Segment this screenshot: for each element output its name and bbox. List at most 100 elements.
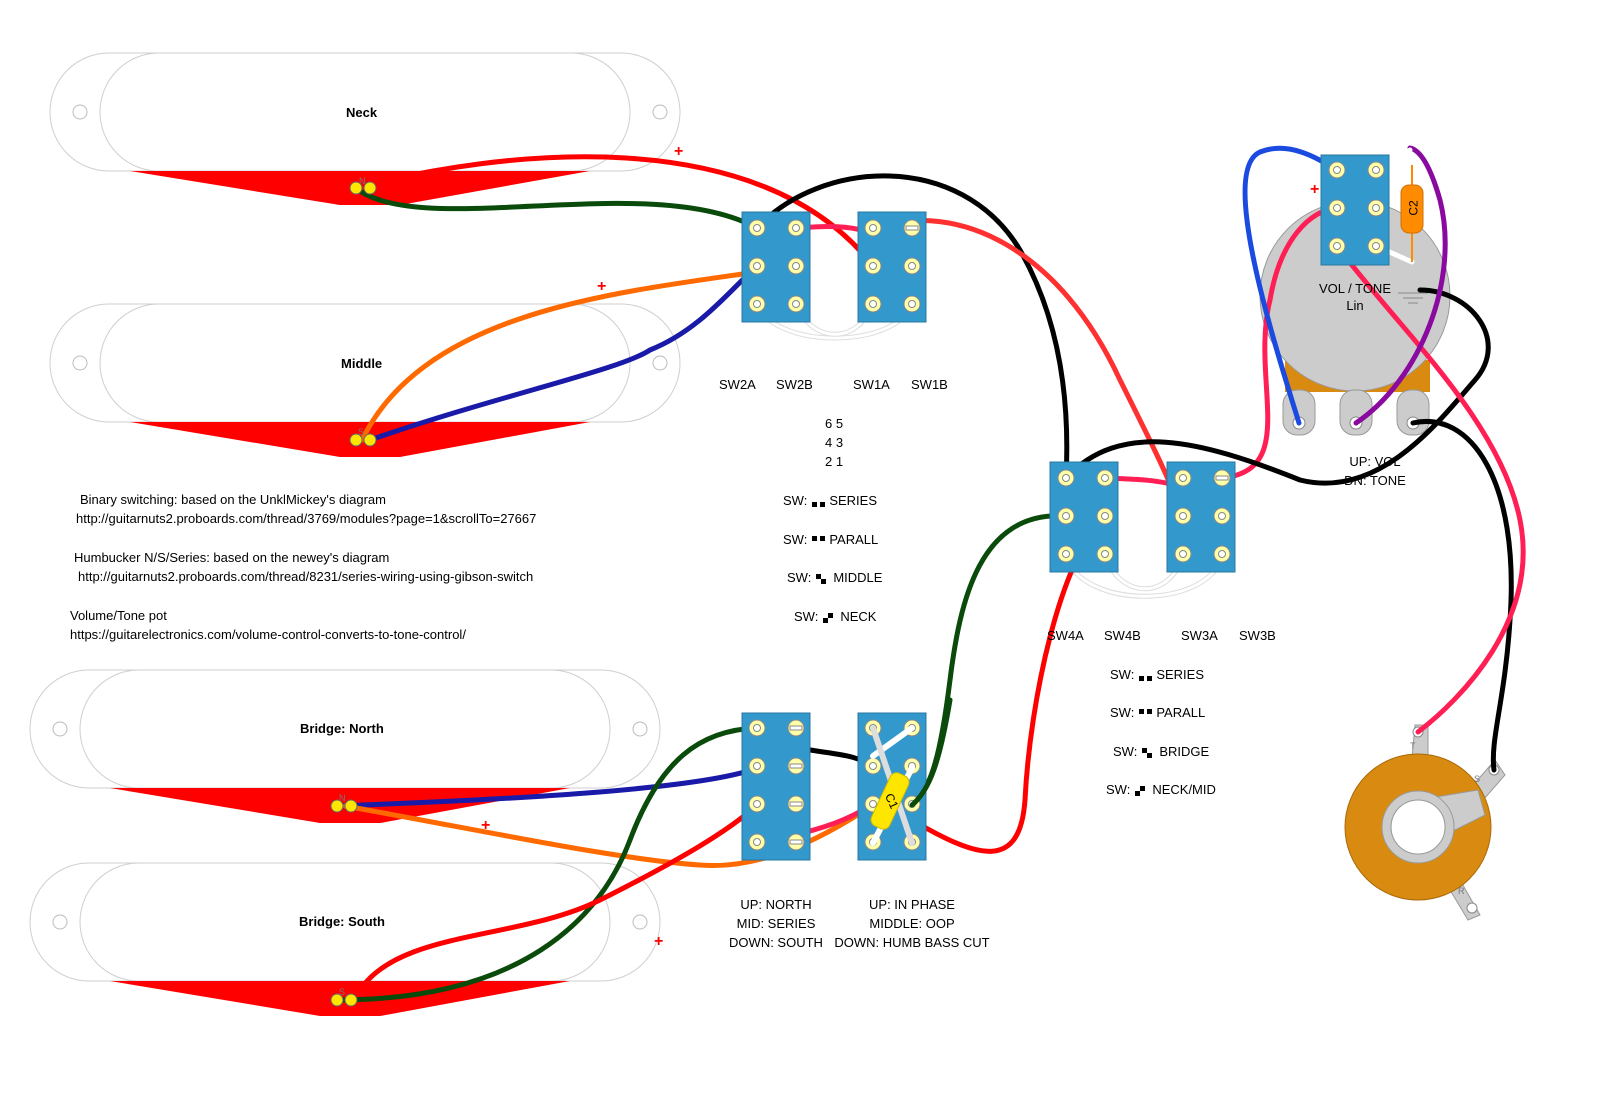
- note-pot-link[interactable]: https://guitarelectronics.com/volume-con…: [70, 627, 466, 642]
- switch-lug-hole: [1179, 512, 1187, 520]
- switch-lug-hole: [1062, 550, 1070, 558]
- plus-bridge-north: +: [481, 817, 491, 834]
- output-jack: [1344, 724, 1506, 921]
- switch-lug-slot: [1215, 475, 1229, 481]
- switch-lug-hole: [869, 300, 877, 308]
- switch-lug-hole: [1179, 550, 1187, 558]
- switch-lug-hole: [1372, 166, 1380, 174]
- legend-right-neck-mid: SW:NECK/MID: [1106, 782, 1216, 797]
- label-sw1a: SW1A: [853, 377, 890, 392]
- pickup-bridge-south-label: Bridge: South: [299, 914, 385, 929]
- bottom-right-mid: MIDDLE: OOP: [869, 916, 955, 931]
- switch-lug-hole: [1333, 242, 1341, 250]
- label-sw2b: SW2B: [776, 377, 813, 392]
- bottom-right-up: UP: IN PHASE: [869, 897, 955, 912]
- switch-lug-hole: [753, 300, 761, 308]
- note-pot: Volume/Tone pot: [70, 608, 167, 623]
- switch-lug-hole: [753, 262, 761, 270]
- switch-lug-slot: [905, 225, 919, 231]
- plus-pot: +: [1310, 181, 1320, 198]
- pot-switch-up: UP: VOL: [1349, 454, 1401, 469]
- note-humbucker: Humbucker N/S/Series: based on the newey…: [74, 550, 390, 565]
- lug-number-row-2: 4 3: [825, 435, 844, 450]
- plus-middle: +: [597, 278, 607, 295]
- wires: [334, 145, 1526, 1003]
- jack-sleeve-label: S: [1474, 774, 1481, 784]
- note-binary-link[interactable]: http://guitarnuts2.proboards.com/thread/…: [76, 511, 537, 526]
- cap-c2: [1400, 165, 1424, 262]
- pole-neck-n: N: [359, 176, 366, 186]
- switch-lug-hole: [869, 800, 877, 808]
- switch-lug-hole: [753, 838, 761, 846]
- switch-lug-hole: [1372, 242, 1380, 250]
- lug-number-row-1: 6 5: [825, 416, 844, 431]
- switch-lug-hole: [753, 800, 761, 808]
- pole-bridge-s: S: [339, 987, 346, 997]
- legend-top-middle: SW:MIDDLE: [787, 570, 883, 585]
- pole-middle-s: S: [358, 427, 365, 437]
- switch-lug-hole: [1333, 166, 1341, 174]
- label-sw3b: SW3B: [1239, 628, 1276, 643]
- bottom-right-down: DOWN: HUMB BASS CUT: [834, 935, 990, 950]
- pole-bridge-n: N: [339, 793, 346, 803]
- switch-lug-hole: [1062, 474, 1070, 482]
- switch-lug-hole: [869, 762, 877, 770]
- cap-c2-label: C2: [1406, 200, 1421, 216]
- legend-right-parall: SW:PARALL: [1110, 705, 1206, 720]
- switch-lug-slot: [789, 763, 803, 769]
- switch-lug-hole: [1218, 512, 1226, 520]
- pickup-pads: [330, 181, 377, 1007]
- legend-right-bridge: SW:BRIDGE: [1113, 744, 1210, 759]
- pickup-bridge-north: [29, 669, 661, 823]
- cap-c1: [870, 772, 910, 830]
- plus-bridge-south: +: [654, 933, 664, 950]
- legend-right-series: SW:SERIES: [1110, 667, 1205, 682]
- switch-lug-hole: [753, 724, 761, 732]
- pickup-middle-label: Middle: [341, 356, 383, 371]
- pot-label: VOL / TONE: [1318, 281, 1391, 296]
- pot-taper: Lin: [1346, 298, 1364, 313]
- label-sw4b: SW4B: [1104, 628, 1141, 643]
- note-humbucker-link[interactable]: http://guitarnuts2.proboards.com/thread/…: [78, 569, 534, 584]
- pickup-bridge-north-label: Bridge: North: [300, 721, 384, 736]
- switch-lug-hole: [869, 224, 877, 232]
- lug-number-row-3: 2 1: [825, 454, 844, 469]
- switch-lugs: [748, 161, 1385, 851]
- switch-lug-hole: [908, 300, 916, 308]
- jack-tip-label: T: [1410, 741, 1416, 751]
- label-sw1b: SW1B: [911, 377, 948, 392]
- pickup-bridge-south: [29, 862, 661, 1016]
- pickup-neck-label: Neck: [346, 105, 378, 120]
- switch-lug-hole: [1101, 474, 1109, 482]
- vol-tone-pot: [1259, 200, 1451, 436]
- switch-lug-hole: [1062, 512, 1070, 520]
- switch-lug-hole: [1101, 550, 1109, 558]
- switch-lug-hole: [1101, 512, 1109, 520]
- switch-lug-slot: [789, 801, 803, 807]
- switch-lug-hole: [753, 224, 761, 232]
- pot-switch-down: DN: TONE: [1344, 473, 1406, 488]
- jack-ring-label: R: [1458, 886, 1465, 896]
- switch-lug-hole: [1333, 204, 1341, 212]
- switch-lug-slot: [789, 725, 803, 731]
- switch-lug-hole: [792, 262, 800, 270]
- label-sw2a: SW2A: [719, 377, 756, 392]
- label-sw4a: SW4A: [1047, 628, 1084, 643]
- note-binary: Binary switching: based on the UnklMicke…: [80, 492, 386, 507]
- switch-lug-hole: [908, 262, 916, 270]
- legend-top-neck: SW:NECK: [794, 609, 877, 624]
- ground-symbol: [1398, 292, 1428, 304]
- switch-lug-hole: [1179, 474, 1187, 482]
- switch-lug-hole: [1372, 204, 1380, 212]
- bottom-left-up: UP: NORTH: [740, 897, 812, 912]
- legend-top-parall: SW:PARALL: [783, 532, 879, 547]
- pickup-neck: [49, 52, 681, 205]
- switch-lug-hole: [869, 262, 877, 270]
- label-sw3a: SW3A: [1181, 628, 1218, 643]
- bottom-left-mid: MID: SERIES: [736, 916, 816, 931]
- legend-top-series: SW:SERIES: [783, 493, 878, 508]
- switch-lug-hole: [1218, 550, 1226, 558]
- switch-lug-hole: [792, 300, 800, 308]
- bottom-left-down: DOWN: SOUTH: [729, 935, 823, 950]
